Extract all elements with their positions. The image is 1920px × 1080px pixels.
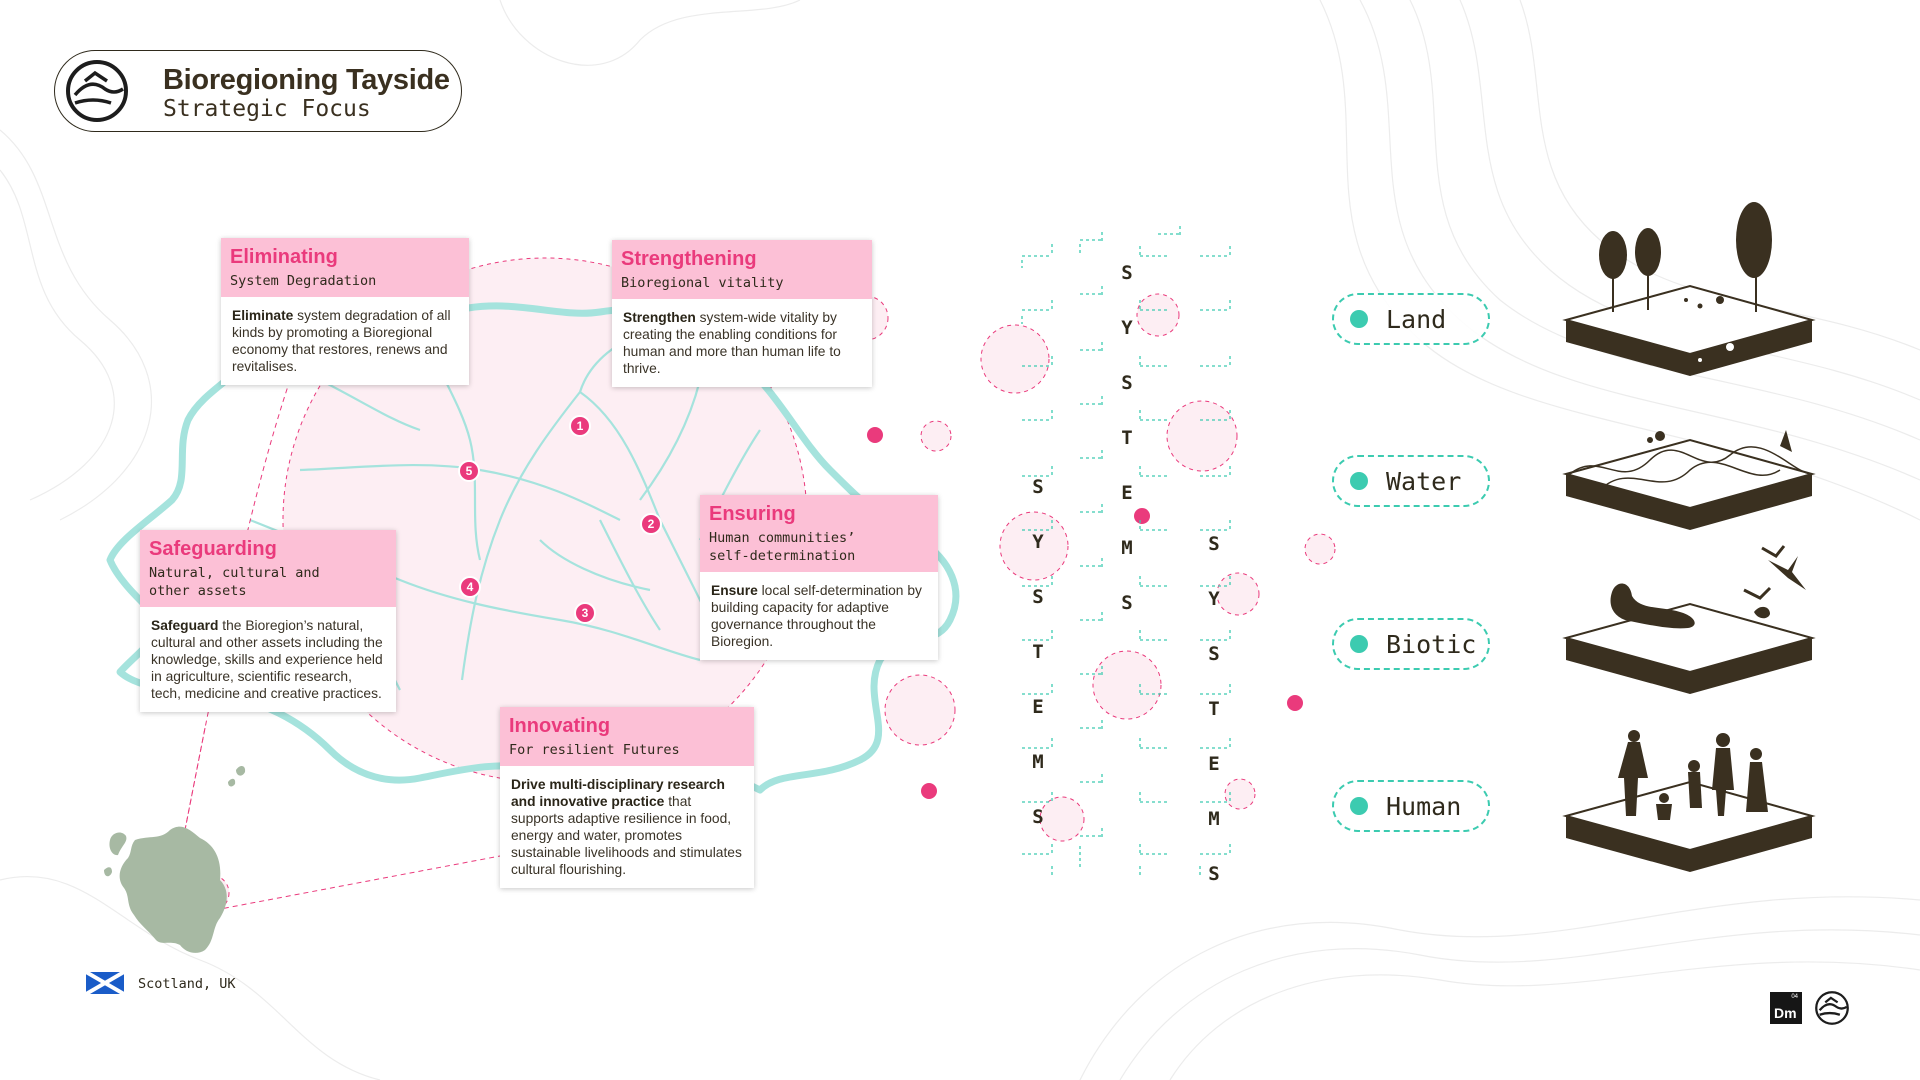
card-header: Innovating For resilient Futures [500,707,754,766]
category-label: Biotic [1386,630,1477,659]
location-text: Scotland, UK [138,976,236,992]
category-human: Human [1332,780,1490,832]
systems-letter: M [1208,808,1220,830]
card-subtitle: System Degradation [230,273,377,289]
systems-letter: E [1032,696,1044,718]
card-text: system degradation of all kinds by promo… [232,308,451,374]
systems-letter: M [1121,537,1133,559]
scotland-flag-icon [86,972,124,994]
systems-letter: Y [1032,531,1044,553]
card-lead: Strengthen [623,310,696,325]
water-illustration [1562,430,1816,530]
card-body: Eliminate system degradation of all kind… [221,297,469,385]
card-title: Strengthening [621,248,757,270]
card-text: local self-determination by building cap… [711,583,922,649]
systems-letter: Y [1208,588,1220,610]
card-header: Strengthening Bioregional vitality [612,240,872,299]
systems-letter: S [1121,262,1133,284]
title-badge: Bioregioning Tayside Strategic Focus [54,50,462,132]
page-subtitle: Strategic Focus [163,96,371,122]
category-biotic: Biotic [1332,618,1490,670]
map-pin-2[interactable]: 2 [640,513,662,535]
systems-letter: M [1032,751,1044,773]
card-subtitle: Natural, cultural and other assets [149,565,320,599]
teal-dot-icon [1350,310,1368,328]
card-body: Strengthen system-wide vitality by creat… [612,299,872,387]
map-pin-1[interactable]: 1 [569,415,591,437]
systems-letter: S [1121,592,1133,614]
systems-letter: S [1208,643,1220,665]
card-eliminating: Eliminating System Degradation Eliminate… [221,238,469,385]
card-subtitle: For resilient Futures [509,742,680,758]
category-label: Land [1386,305,1447,334]
card-innovating: Innovating For resilient Futures Drive m… [500,707,754,888]
card-title: Ensuring [709,503,796,525]
dm-badge-label: Dm [1774,1005,1797,1021]
card-body: Safeguard the Bioregion’s natural, cultu… [140,607,396,712]
systems-letter: S [1121,372,1133,394]
land-illustration [1562,202,1816,376]
card-lead: Eliminate [232,308,294,323]
card-title: Eliminating [230,246,338,268]
card-safeguarding: Safeguarding Natural, cultural and other… [140,530,396,712]
systems-letter: S [1208,863,1220,885]
card-body: Drive multi-disciplinary research and in… [500,766,754,888]
card-header: Ensuring Human communities’ self-determi… [700,495,938,572]
card-header: Safeguarding Natural, cultural and other… [140,530,396,607]
systems-letter: E [1208,753,1220,775]
systems-letter: T [1032,641,1044,663]
bioregion-logo-small-icon [1815,991,1849,1025]
systems-letter: Y [1121,317,1133,339]
systems-letter: S [1032,586,1044,608]
page-title: Bioregioning Tayside [163,64,450,96]
category-label: Water [1386,467,1462,496]
human-illustration [1562,730,1816,872]
bioregion-logo-icon [66,60,128,122]
systems-letter: T [1208,698,1220,720]
systems-letter: S [1208,533,1220,555]
systems-letter: S [1032,476,1044,498]
category-water: Water [1332,455,1490,507]
card-title: Innovating [509,715,611,737]
card-text: the Bioregion’s natural, cultural and ot… [151,618,383,701]
category-land: Land [1332,293,1490,345]
biotic-illustration [1562,545,1816,694]
teal-dot-icon [1350,472,1368,490]
systems-letter: S [1032,806,1044,828]
card-text: system-wide vitality by creating the ena… [623,310,841,376]
card-strengthening: Strengthening Bioregional vitality Stren… [612,240,872,387]
card-title: Safeguarding [149,538,277,560]
card-subtitle: Bioregional vitality [621,275,784,291]
teal-dot-icon [1350,797,1368,815]
card-lead: Safeguard [151,618,219,633]
category-label: Human [1386,792,1462,821]
card-body: Ensure local self-determination by build… [700,572,938,660]
card-ensuring: Ensuring Human communities’ self-determi… [700,495,938,660]
card-text: that supports adaptive resilience in foo… [511,794,742,877]
map-pin-3[interactable]: 3 [574,602,596,624]
teal-dot-icon [1350,635,1368,653]
card-lead: Drive multi-disciplinary research and in… [511,777,725,809]
dm-badge-number: 04 [1791,994,1798,1000]
systems-letter: T [1121,427,1133,449]
map-pin-5[interactable]: 5 [458,460,480,482]
dm-badge: 04 Dm [1770,992,1802,1024]
systems-letter: E [1121,482,1133,504]
card-lead: Ensure [711,583,758,598]
map-pin-4[interactable]: 4 [459,576,481,598]
card-subtitle: Human communities’ self-determination [709,530,856,564]
card-header: Eliminating System Degradation [221,238,469,297]
